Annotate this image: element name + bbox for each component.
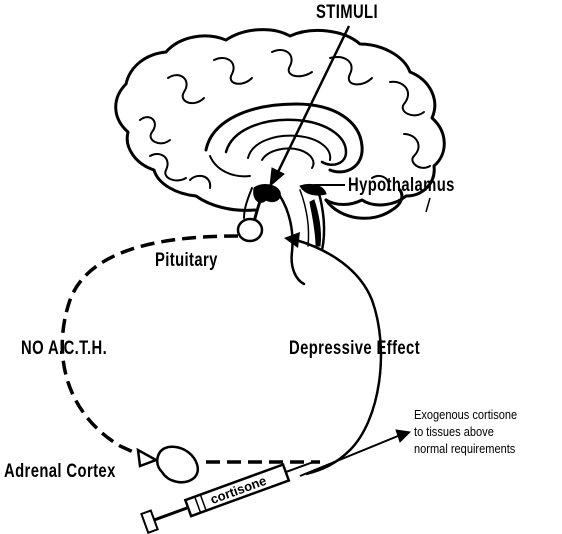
note-line-3: normal requirements: [414, 440, 517, 457]
brain-illustration: [116, 30, 445, 284]
pituitary-gland: [238, 219, 262, 241]
adrenal-cortex-label: Adrenal Cortex: [4, 461, 116, 483]
adrenal-arrowhead: [138, 450, 156, 466]
depressive-effect-label: Depressive Effect: [289, 338, 420, 360]
exogenous-cortisone-note: Exogenous cortisone to tissues above nor…: [414, 406, 517, 457]
stimuli-label: STIMULI: [316, 2, 378, 24]
pituitary-label: Pituitary: [155, 250, 218, 272]
hypothalamus-label: Hypothalamus: [348, 175, 455, 197]
no-acth-label: NO A.C.T.H.: [21, 338, 107, 360]
adrenal-cortex-gland: [157, 447, 198, 483]
syringe-label: cortisone: [208, 473, 268, 507]
note-line-1: Exogenous cortisone: [414, 406, 517, 423]
tissues-arrow: [300, 430, 410, 476]
note-line-2: to tissues above: [414, 423, 517, 440]
